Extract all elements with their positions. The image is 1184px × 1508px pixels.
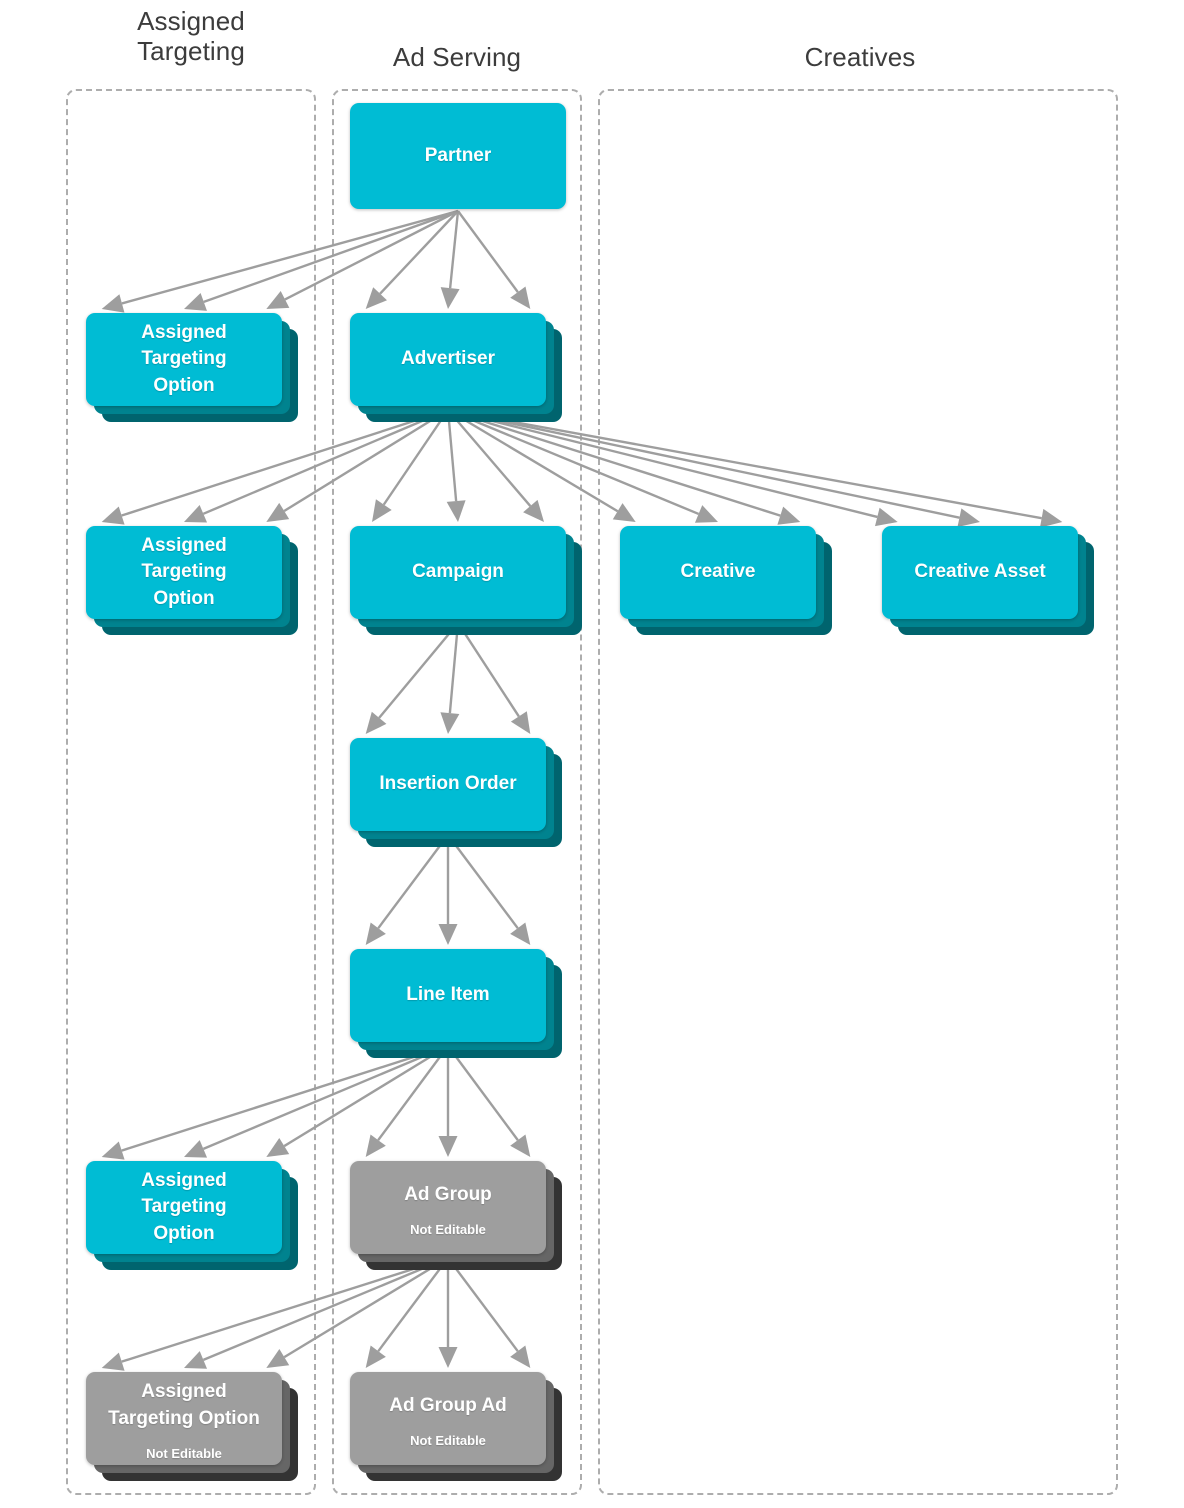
node-card-front: Assigned Targeting Option	[86, 1161, 282, 1254]
node-card-front: Creative Asset	[882, 526, 1078, 619]
node-card-front: Assigned Targeting Option	[86, 526, 282, 619]
column-title-assigned-targeting: Assigned Targeting	[137, 6, 245, 67]
node-label: Advertiser	[401, 348, 495, 370]
node-card-front: Insertion Order	[350, 738, 546, 831]
lane-creatives	[598, 89, 1118, 1495]
node-label: Campaign	[412, 561, 504, 583]
node-insertion-order[interactable]: Insertion Order	[350, 738, 562, 847]
node-card-front: Partner	[350, 103, 566, 209]
node-assigned-targeting-option-advertiser[interactable]: Assigned Targeting Option	[86, 526, 298, 635]
lane-ad-serving	[332, 89, 582, 1495]
node-label: Ad Group Ad	[389, 1394, 507, 1416]
node-label: Creative Asset	[914, 561, 1046, 583]
node-assigned-targeting-option-lineitem[interactable]: Assigned Targeting Option	[86, 1161, 298, 1270]
node-card-front: Line Item	[350, 949, 546, 1042]
node-sublabel-not-editable: Not Editable	[410, 1221, 486, 1237]
node-assigned-targeting-option-partner[interactable]: Assigned Targeting Option	[86, 313, 298, 422]
node-sublabel-not-editable: Not Editable	[146, 1445, 222, 1461]
node-label: Line Item	[406, 984, 490, 1006]
node-label: Assigned Targeting Option	[108, 1381, 260, 1429]
node-label: Assigned Targeting Option	[141, 1170, 227, 1244]
node-line-item[interactable]: Line Item	[350, 949, 562, 1058]
node-card-front: Campaign	[350, 526, 566, 619]
node-label: Assigned Targeting Option	[141, 535, 227, 609]
node-creative[interactable]: Creative	[620, 526, 832, 635]
node-advertiser[interactable]: Advertiser	[350, 313, 562, 422]
node-card-front: Ad Group Ad Not Editable	[350, 1372, 546, 1465]
node-creative-asset[interactable]: Creative Asset	[882, 526, 1094, 635]
column-title-ad-serving: Ad Serving	[392, 42, 522, 72]
node-ad-group-ad[interactable]: Ad Group Ad Not Editable	[350, 1372, 562, 1481]
column-title-creatives: Creatives	[804, 42, 916, 72]
node-label: Assigned Targeting Option	[141, 322, 227, 396]
node-campaign[interactable]: Campaign	[350, 526, 582, 635]
node-card-front: Creative	[620, 526, 816, 619]
node-label: Ad Group	[404, 1183, 492, 1205]
node-partner[interactable]: Partner	[350, 103, 566, 209]
node-label: Partner	[424, 144, 492, 166]
node-card-front: Advertiser	[350, 313, 546, 406]
node-sublabel-not-editable: Not Editable	[410, 1432, 486, 1448]
node-card-front: Assigned Targeting Option	[86, 313, 282, 406]
lane-assigned-targeting	[66, 89, 316, 1495]
node-label: Insertion Order	[379, 773, 517, 795]
node-label: Creative	[680, 561, 756, 583]
